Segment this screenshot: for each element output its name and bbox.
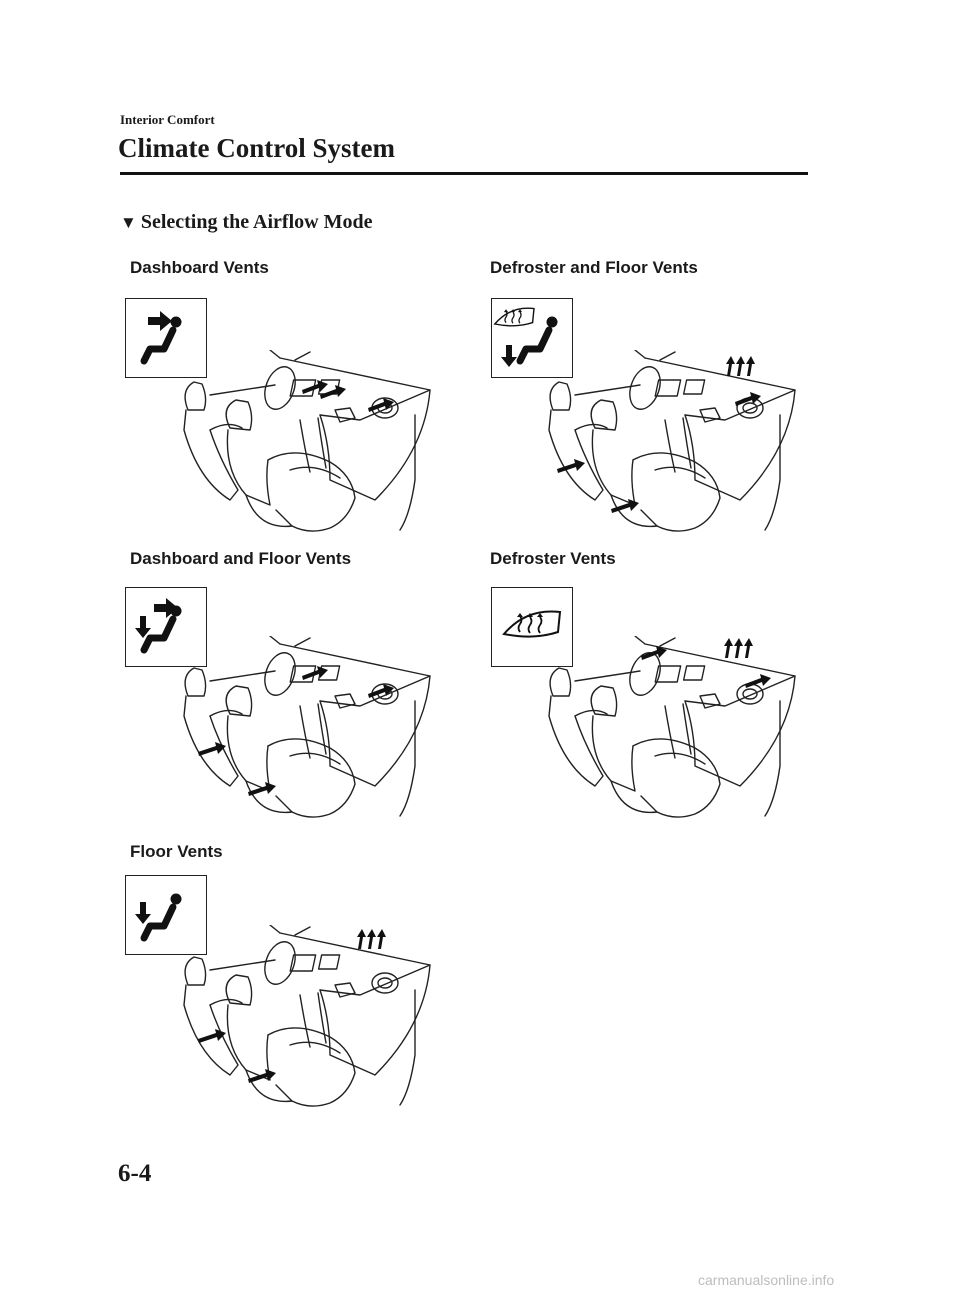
figure-label-dashboard-floor-vents: Dashboard and Floor Vents (130, 549, 352, 568)
defroster-vents-illustration (545, 636, 810, 821)
subheading: ▼Selecting the Airflow Mode (120, 211, 372, 234)
floor-vents-icon (125, 875, 207, 955)
page-number: 6-4 (118, 1160, 152, 1187)
figure-label-defroster-vents: Defroster Vents (490, 549, 616, 568)
watermark: carmanualsonline.info (698, 1272, 835, 1288)
floor-vents-illustration (180, 925, 445, 1110)
defroster-floor-vents-illustration (545, 350, 810, 535)
figure-label-defroster-floor-vents: Defroster and Floor Vents (490, 258, 698, 277)
page-title: Climate Control System (118, 133, 395, 163)
figure-label-floor-vents: Floor Vents (130, 842, 223, 861)
dashboard-floor-vents-icon (125, 587, 207, 667)
section-label: Interior Comfort (120, 112, 215, 127)
title-rule (120, 172, 808, 175)
defroster-vents-icon (491, 587, 573, 667)
figure-label-dashboard-vents: Dashboard Vents (130, 258, 269, 277)
subheading-text: Selecting the Airflow Mode (140, 211, 373, 233)
triangle-marker-icon: ▼ (120, 213, 137, 232)
dashboard-vents-icon (125, 298, 207, 378)
defroster-floor-vents-icon (491, 298, 573, 378)
dashboard-vents-illustration (180, 350, 445, 535)
dashboard-floor-vents-illustration (180, 636, 445, 821)
